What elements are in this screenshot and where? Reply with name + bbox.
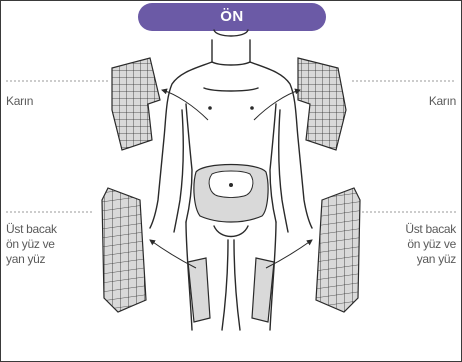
chest-marks [208,106,254,110]
left-abdomen-grid [112,58,160,150]
thigh-injection-areas [188,258,274,322]
right-thigh-grid [316,188,360,312]
left-thigh-grid [102,188,146,312]
abdomen-injection-area [194,165,268,223]
right-abdomen-grid [298,58,346,150]
navel-marker [229,183,233,187]
